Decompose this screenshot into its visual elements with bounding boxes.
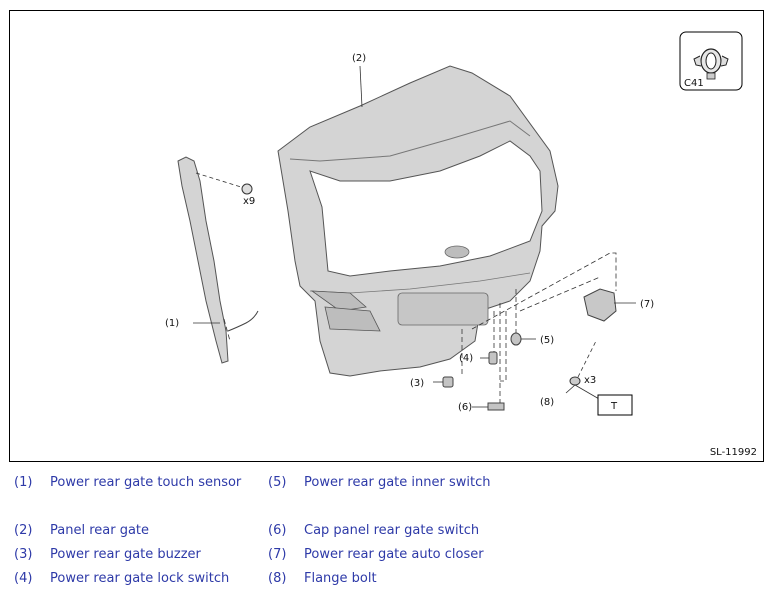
buzzer xyxy=(433,376,454,388)
assembly-lines xyxy=(223,252,617,403)
legend-number: (6) xyxy=(268,522,287,538)
bolt-qty: x3 xyxy=(584,375,596,386)
callout-7: (7) xyxy=(640,299,654,310)
callout-6: (6) xyxy=(458,402,472,413)
legend-name: Power rear gate touch sensor xyxy=(50,474,242,490)
callout-1: (1) xyxy=(165,318,179,329)
inner-switch xyxy=(510,332,536,346)
legend-number: (5) xyxy=(268,474,287,490)
torque-box xyxy=(597,394,633,416)
cap-switch xyxy=(472,402,505,411)
panel-rear-gate xyxy=(277,65,559,377)
parts-legend: (1) Power rear gate touch sensor (5) Pow… xyxy=(14,470,522,590)
clip-qty: x9 xyxy=(243,196,255,207)
callout-3: (3) xyxy=(410,378,424,389)
legend-name: Power rear gate inner switch xyxy=(304,474,491,490)
legend-name: Flange bolt xyxy=(304,570,377,586)
legend-number: (8) xyxy=(268,570,287,586)
auto-closer xyxy=(583,288,636,322)
legend-name: Power rear gate auto closer xyxy=(304,546,484,562)
legend-row: (3) Power rear gate buzzer (7) Power rea… xyxy=(14,542,522,566)
figure-reference-code: SL-11992 xyxy=(709,447,757,458)
legend-row: (1) Power rear gate touch sensor (5) Pow… xyxy=(14,470,522,494)
legend-number: (3) xyxy=(14,546,33,562)
clip-part: x9 xyxy=(195,172,255,207)
flange-bolt: x3 T xyxy=(565,340,633,416)
lock-switch xyxy=(480,351,498,365)
legend-row: (4) Power rear gate lock switch (8) Flan… xyxy=(14,566,522,590)
legend-name: Power rear gate lock switch xyxy=(50,570,230,586)
legend-name: Power rear gate buzzer xyxy=(50,546,201,562)
torque-label: T xyxy=(610,401,618,412)
leader-2 xyxy=(359,65,363,108)
exploded-parts-diagram: C41 x9 xyxy=(9,10,764,462)
legend-number: (1) xyxy=(14,474,33,490)
legend-number: (7) xyxy=(268,546,287,562)
callout-2: (2) xyxy=(352,53,366,64)
legend-spacer xyxy=(14,494,522,518)
callout-4: (4) xyxy=(459,353,473,364)
callout-5: (5) xyxy=(540,335,554,346)
diagram-canvas: C41 x9 xyxy=(165,31,743,416)
clip-icon-label: C41 xyxy=(684,78,704,89)
legend-number: (4) xyxy=(14,570,33,586)
callout-8: (8) xyxy=(540,397,554,408)
clip-icon xyxy=(693,48,729,80)
legend-row: (2) Panel rear gate (6) Cap panel rear g… xyxy=(14,518,522,542)
legend-name: Cap panel rear gate switch xyxy=(304,522,480,538)
legend-name: Panel rear gate xyxy=(50,522,150,538)
legend-number: (2) xyxy=(14,522,33,538)
touch-sensor xyxy=(177,156,259,364)
clip-icon-box: C41 xyxy=(679,31,743,91)
